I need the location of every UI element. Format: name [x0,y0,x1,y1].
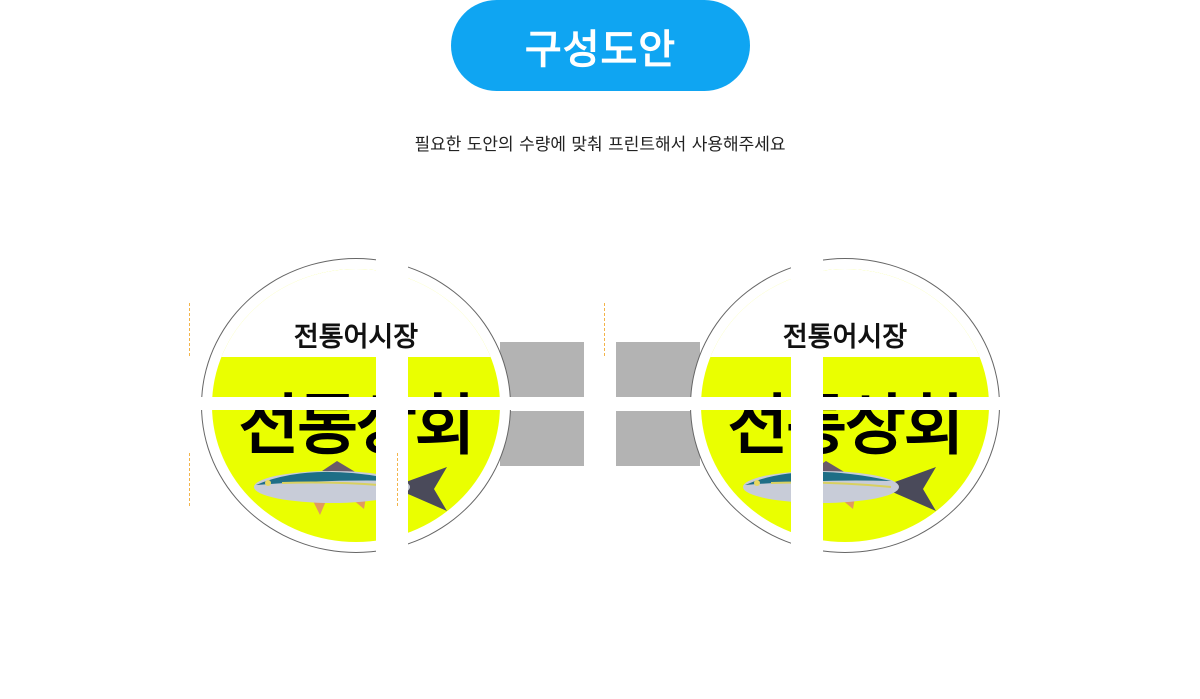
sign-top-text: 전통어시장 [782,322,908,353]
fish-icon [254,461,447,515]
bracket-left-top [500,342,584,397]
sign-main-text: 전통상회 [238,387,476,464]
bracket-right-bottom [616,411,700,466]
subtitle: 필요한 도안의 수량에 맞춰 프린트해서 사용해주세요 [414,135,786,155]
cut-line [189,453,190,506]
sign-left: 전통어시장 전통상회 [196,258,516,558]
bracket-left-bottom [500,411,584,466]
cut-gap-vertical [376,258,408,310]
sign-right: 전통어시장 전통상회 [685,258,1005,558]
sign-cap [701,269,989,357]
cut-line [397,453,398,506]
sign-main-text: 전통상회 [727,387,965,464]
cut-gap-horizontal [196,397,516,410]
title-pill: 구성도안 [451,0,750,91]
sign-cap [212,269,500,357]
bracket-right-top [616,342,700,397]
cut-line [189,303,190,356]
cut-gap-vertical [791,258,823,310]
fish-icon [743,461,936,515]
cut-gap-vertical [376,356,408,558]
cut-gap-vertical [791,356,823,558]
sign-top-text: 전통어시장 [293,322,419,353]
cut-line [604,303,605,356]
cut-gap-horizontal [685,397,1005,410]
title: 구성도안 [524,26,677,73]
